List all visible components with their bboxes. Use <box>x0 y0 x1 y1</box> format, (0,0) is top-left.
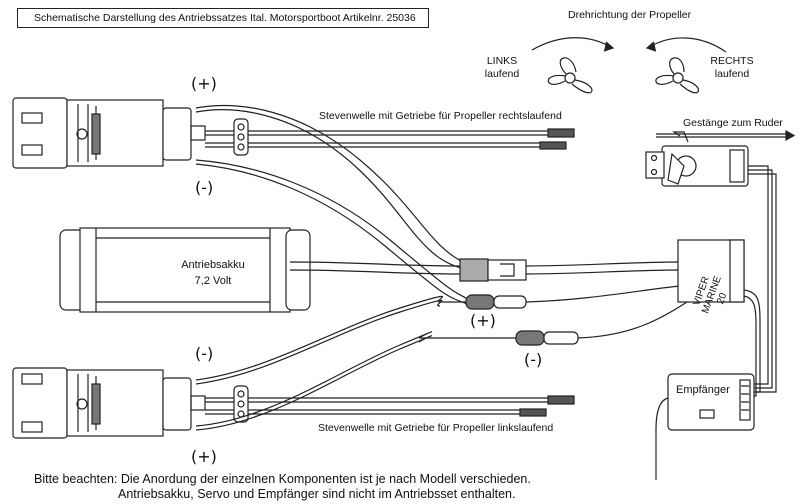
propeller-right-label-2: laufend <box>714 68 750 80</box>
propeller-left-label-1: LINKS <box>486 55 518 67</box>
footnote: Bitte beachten: Die Anordung der einzeln… <box>34 472 531 502</box>
footnote-line-1: Bitte beachten: Die Anordung der einzeln… <box>34 472 531 486</box>
receiver-label: Empfänger <box>676 384 730 396</box>
connector-minus-label: (-) <box>524 350 543 369</box>
propeller-left <box>531 37 615 94</box>
propeller-left-label-2: laufend <box>484 68 520 80</box>
receiver-unit <box>667 373 755 431</box>
shaft-top <box>205 118 575 156</box>
footnote-line-2: Antriebsakku, Servo und Empfänger sind n… <box>118 487 516 501</box>
motor-top-plus-label: (+) <box>191 74 217 93</box>
esc-label-3: 20 <box>715 291 729 306</box>
shaft-top-label: Stevenwelle mit Getriebe für Propeller r… <box>319 110 562 122</box>
motor-top-minus-label: (-) <box>195 178 214 197</box>
diagram-title: Schematische Darstellung des Antriebssat… <box>17 8 429 28</box>
shaft-bottom-label: Stevenwelle mit Getriebe für Propeller l… <box>318 422 554 434</box>
servo <box>645 131 749 187</box>
connector-minus <box>420 299 691 346</box>
motor-bottom-plus-label: (+) <box>191 447 217 466</box>
battery-label: Antriebsakku <box>181 259 245 271</box>
esc-unit <box>677 239 745 303</box>
propeller-heading: Drehrichtung der Propeller <box>568 9 692 21</box>
motor-top <box>12 97 206 169</box>
connector-plus-label: (+) <box>470 311 496 330</box>
motor-bottom-minus-label: (-) <box>195 344 214 363</box>
connector-plus <box>440 285 681 310</box>
propeller-right-label-1: RECHTS <box>710 55 754 67</box>
linkage-arrow <box>656 129 796 142</box>
battery-pack <box>59 227 311 313</box>
motor-bottom <box>12 367 206 439</box>
shaft-bottom <box>205 385 575 423</box>
propeller-right <box>645 37 727 94</box>
battery-voltage: 7,2 Volt <box>195 275 232 287</box>
linkage-label: Gestänge zum Ruder <box>683 117 783 129</box>
